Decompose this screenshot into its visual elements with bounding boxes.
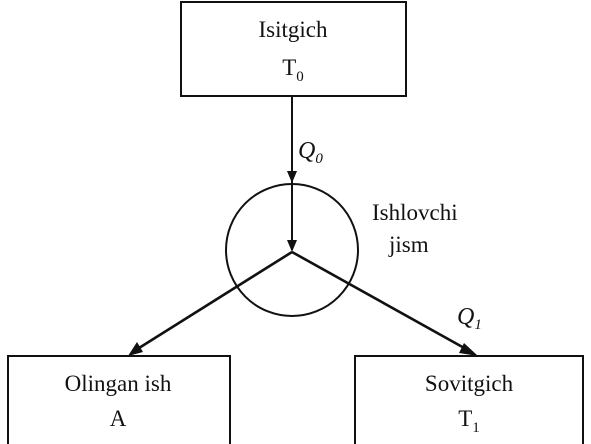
work-output-line xyxy=(138,250,293,350)
heater-temperature-sub: 0 xyxy=(296,69,304,85)
heater-node: Isitgich T0 xyxy=(180,1,407,97)
work-output-flow xyxy=(128,250,293,356)
heater-box xyxy=(180,1,407,97)
heater-temperature-main: T xyxy=(282,55,296,80)
heat-output-label-sub: 1 xyxy=(474,317,482,333)
cooler-temperature: T1 xyxy=(458,406,480,436)
cooler-box xyxy=(354,355,584,444)
heat-output-arrowhead xyxy=(459,343,478,356)
heat-input-arrow-upper xyxy=(287,171,297,183)
working-body-node: Ishlovchi jism xyxy=(225,183,458,317)
working-body-circle xyxy=(225,183,359,317)
work-output-arrowhead xyxy=(128,342,143,356)
heat-input-arrow-lower xyxy=(287,240,297,252)
work-title: Olingan ish xyxy=(65,371,172,396)
cooler-node: Sovitgich T1 xyxy=(354,355,584,444)
heater-title: Isitgich xyxy=(259,17,328,42)
heat-input-label-sub: 0 xyxy=(315,151,323,167)
heat-input-label-main: Q xyxy=(298,138,315,164)
heat-output-line xyxy=(291,250,467,351)
heater-temperature: T0 xyxy=(282,55,304,85)
cooler-temperature-sub: 1 xyxy=(472,420,480,436)
heat-input-label: Q0 xyxy=(298,138,323,167)
heat-output-label-main: Q xyxy=(457,304,474,330)
cooler-temperature-main: T xyxy=(458,406,472,431)
work-symbol: A xyxy=(110,406,127,431)
work-box xyxy=(7,355,231,444)
heat-input-flow: Q0 xyxy=(287,96,323,252)
heat-output-flow: Q1 xyxy=(291,250,482,356)
working-body-label-line2: jism xyxy=(388,232,429,257)
heat-output-label: Q1 xyxy=(457,304,482,333)
cooler-title: Sovitgich xyxy=(425,371,514,396)
working-body-label-line1: Ishlovchi xyxy=(372,200,458,225)
work-node: Olingan ish A xyxy=(7,355,231,444)
